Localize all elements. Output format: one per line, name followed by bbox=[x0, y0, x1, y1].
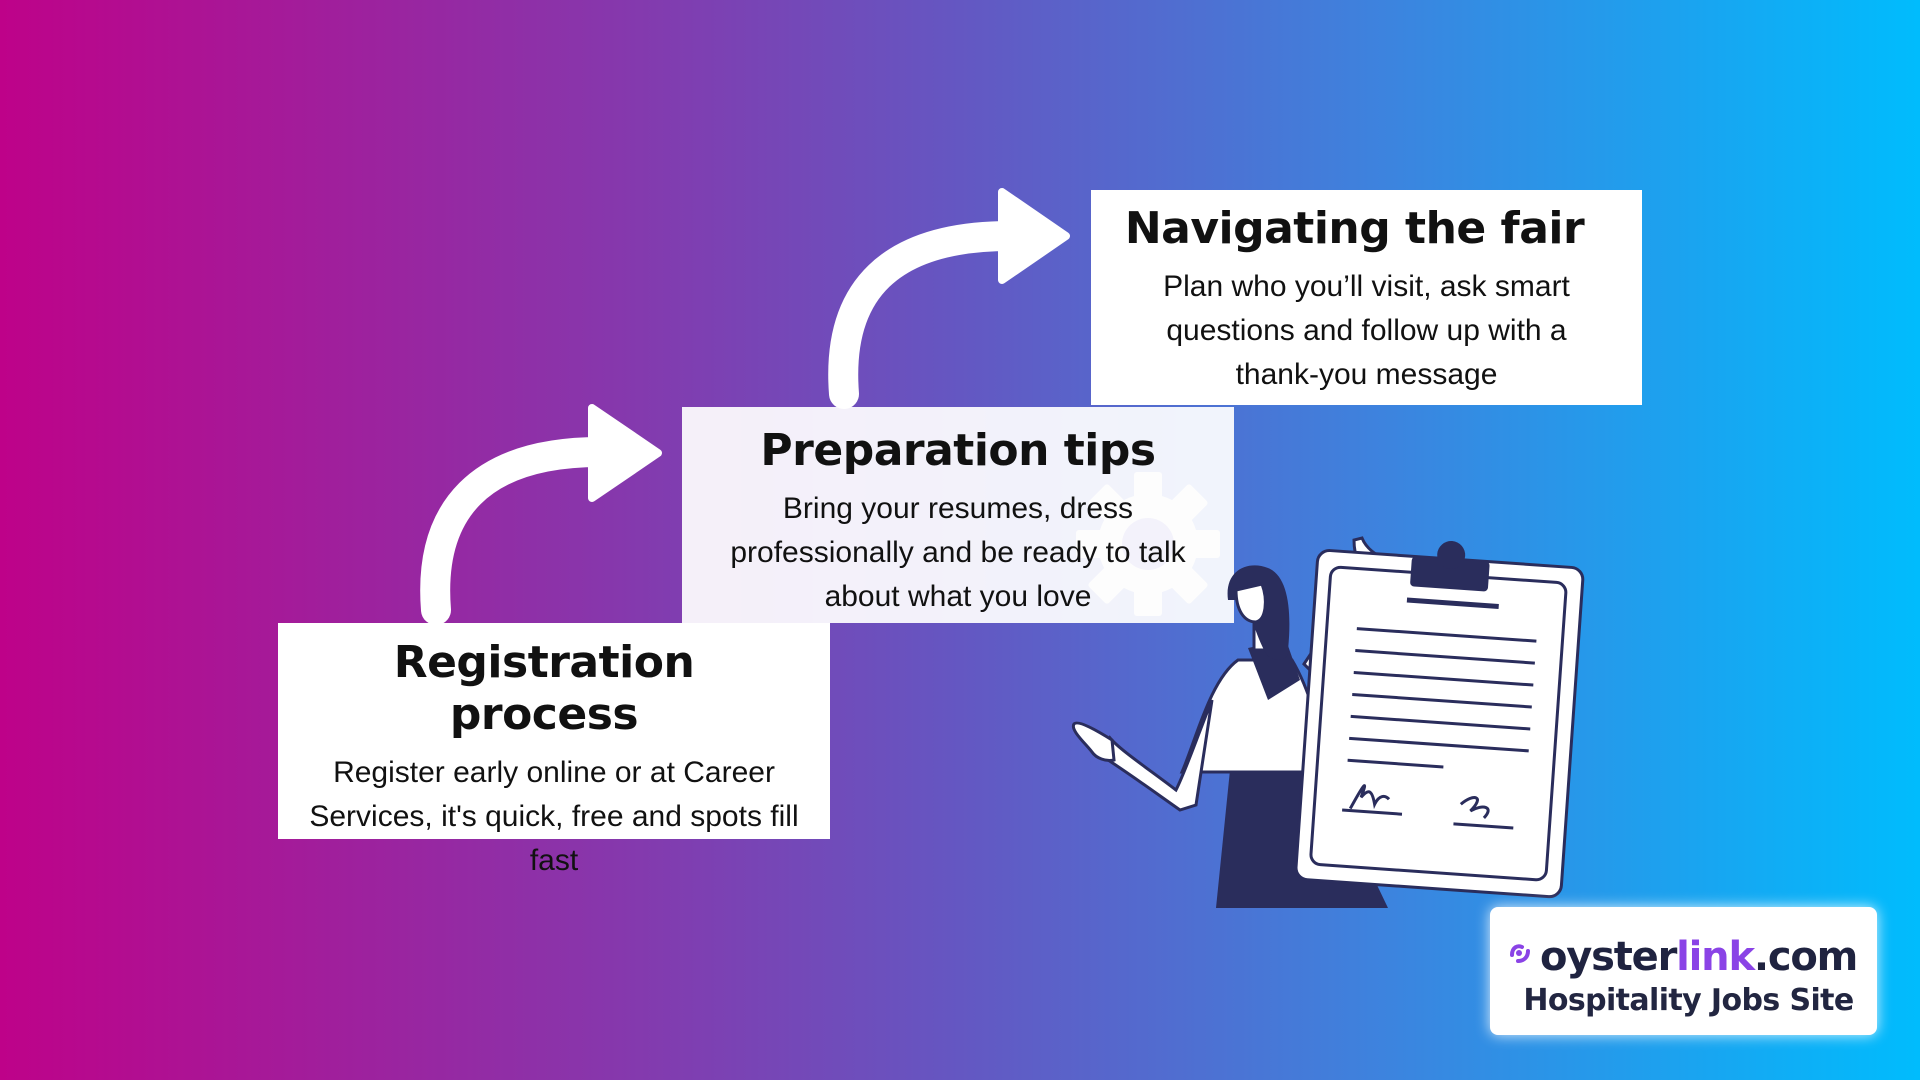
step-description: Plan who you’ll visit, ask smart questio… bbox=[1163, 270, 1570, 391]
step-description: Register early online or at Career Servi… bbox=[309, 756, 799, 877]
brand-tld: .com bbox=[1753, 934, 1858, 980]
brand-link: link bbox=[1676, 934, 1755, 980]
brand-tagline: Hospitality Jobs Site bbox=[1523, 983, 1854, 1018]
clipboard-icon bbox=[1294, 541, 1585, 899]
step-title: Preparation tips bbox=[760, 425, 1156, 476]
step-description: Bring your resumes, dress professionally… bbox=[730, 492, 1186, 613]
step-title: Navigating the fair bbox=[1124, 203, 1585, 254]
step-card-preparation: Preparation tips Bring your resumes, dre… bbox=[682, 407, 1234, 623]
woman-with-clipboard-illustration bbox=[1071, 536, 1585, 908]
step-card-navigating: Navigating the fair Plan who you’ll visi… bbox=[1091, 190, 1642, 405]
curved-arrow-icon bbox=[828, 188, 1070, 409]
curved-arrow-icon bbox=[420, 404, 662, 625]
step-title: Registration process bbox=[393, 637, 695, 740]
brand-oyster: oyster bbox=[1540, 934, 1677, 980]
step-card-registration: Registration process Register early onli… bbox=[278, 623, 830, 877]
oysterlink-logo-icon bbox=[1510, 944, 1530, 963]
